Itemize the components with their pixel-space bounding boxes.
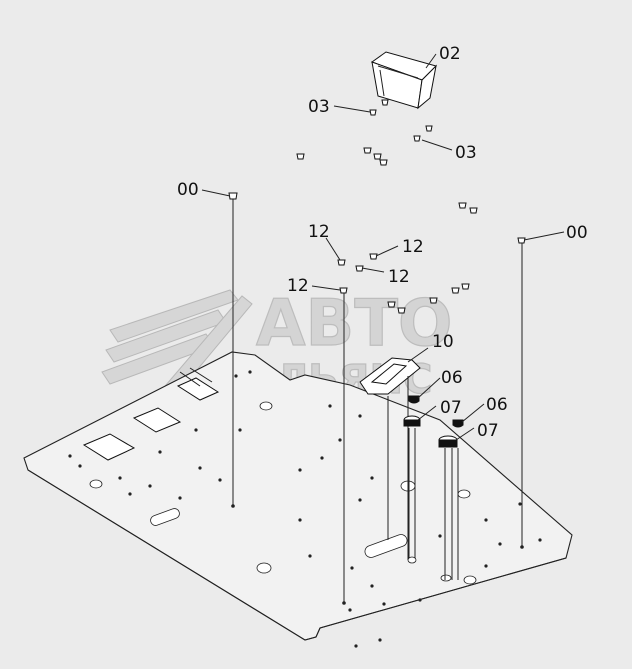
leader-lines xyxy=(201,53,565,441)
plate-slot-b xyxy=(364,534,408,558)
fasteners xyxy=(228,99,526,605)
watermark-line1: АВТО xyxy=(256,287,452,361)
callout-06-b: 06 xyxy=(486,395,508,415)
callout-03-left: 03 xyxy=(308,97,330,117)
callout-02: 02 xyxy=(439,44,461,64)
callout-10: 10 xyxy=(432,332,454,352)
part-06-07-assembly-b xyxy=(438,419,464,580)
bolt-icon xyxy=(228,99,526,314)
callout-labels: 02 03 03 00 00 12 12 12 12 10 06 07 06 0… xyxy=(177,44,588,441)
callout-00-right: 00 xyxy=(566,223,588,243)
callout-03-right: 03 xyxy=(455,143,477,163)
callout-12-b: 12 xyxy=(402,237,424,257)
callout-07-a: 07 xyxy=(440,398,462,418)
plate-opening-c xyxy=(176,377,220,401)
part-06-07-assembly-a xyxy=(403,395,421,558)
callout-12-c: 12 xyxy=(388,267,410,287)
callout-12-d: 12 xyxy=(287,276,309,296)
part-10-pad xyxy=(359,357,421,560)
plate-opening-b xyxy=(132,407,182,433)
callout-12-a: 12 xyxy=(308,222,330,242)
part-02-box xyxy=(370,51,437,110)
callout-07-b: 07 xyxy=(477,421,499,441)
watermark-logo-icon xyxy=(101,289,253,401)
callout-06-a: 06 xyxy=(441,368,463,388)
base-plate xyxy=(23,351,573,648)
callout-00-left: 00 xyxy=(177,180,199,200)
plate-opening-a xyxy=(82,433,136,461)
plate-slot-a xyxy=(150,508,180,526)
